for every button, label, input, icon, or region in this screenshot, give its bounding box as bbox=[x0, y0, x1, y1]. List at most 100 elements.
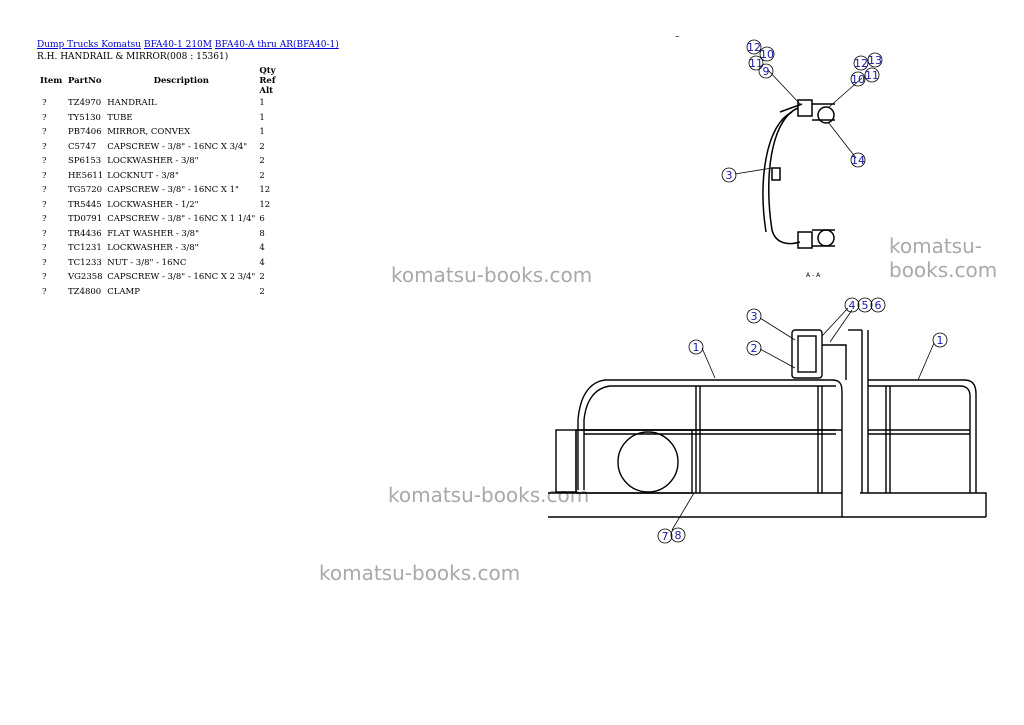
cell-description: LOCKNUT - 3/8" bbox=[107, 170, 179, 181]
callout-label: 1 bbox=[693, 341, 700, 354]
cell-description: HANDRAIL bbox=[107, 98, 157, 109]
header-qty-ref-alt: Qty Ref Alt bbox=[257, 66, 281, 96]
breadcrumb-link-serial[interactable]: BFA40-A thru AR(BFA40-1) bbox=[214, 40, 339, 50]
table-row: ? TR4436 FLAT WASHER - 3/8" 8 bbox=[38, 227, 281, 242]
cell-item: ? bbox=[42, 228, 47, 239]
cell-description: LOCKWASHER - 3/8" bbox=[107, 243, 199, 254]
cell-partno: TZ4800 bbox=[68, 286, 102, 297]
breadcrumb: Dump Trucks Komatsu BFA40-1 210M BFA40-A… bbox=[37, 40, 339, 50]
cell-item: ? bbox=[42, 257, 47, 268]
table-row: ? C5747 CAPSCREW - 3/8" - 16NC X 3/4" 2 bbox=[38, 140, 281, 155]
cell-description: FLAT WASHER - 3/8" bbox=[107, 228, 199, 239]
breadcrumb-link-category[interactable]: Dump Trucks Komatsu bbox=[37, 40, 142, 50]
cell-qty: 1 bbox=[259, 112, 265, 123]
cell-description: CAPSCREW - 3/8" - 16NC X 3/4" bbox=[107, 141, 248, 152]
callout-label: 8 bbox=[675, 529, 682, 542]
watermark: komatsu-books.com bbox=[391, 263, 593, 287]
table-row: ? SP6153 LOCKWASHER - 3/8" 2 bbox=[38, 154, 281, 169]
section-view bbox=[762, 99, 835, 249]
watermark: komatsu-books.com bbox=[319, 561, 521, 585]
callout-label: 10 bbox=[760, 48, 774, 61]
side-view bbox=[548, 329, 987, 518]
callout-label: 13 bbox=[868, 54, 882, 67]
cell-item: ? bbox=[42, 170, 47, 181]
cell-partno: SP6153 bbox=[68, 156, 102, 167]
cell-partno: TG5720 bbox=[68, 185, 103, 196]
callout-label: 11 bbox=[865, 69, 879, 82]
callout-label: 11 bbox=[749, 57, 763, 70]
cell-description: CAPSCREW - 3/8" - 16NC X 1 1/4" bbox=[107, 214, 256, 225]
cell-qty: 2 bbox=[259, 272, 265, 283]
callout-label: 9 bbox=[763, 65, 770, 78]
cell-qty: 2 bbox=[259, 156, 265, 167]
parts-table: Item PartNo Description Qty Ref Alt ? TZ4… bbox=[38, 66, 281, 299]
table-row: ? VG2358 CAPSCREW - 3/8" - 16NC X 2 3/4"2 bbox=[38, 270, 281, 285]
cell-qty: 2 bbox=[259, 141, 265, 152]
table-header-row: Item PartNo Description Qty Ref Alt bbox=[38, 66, 281, 96]
table-row: ? TR5445 LOCKWASHER - 1/2" 12 bbox=[38, 198, 281, 213]
cell-partno: TY5130 bbox=[68, 112, 101, 123]
cell-partno: TR4436 bbox=[68, 228, 102, 239]
header-partno: PartNo bbox=[68, 76, 102, 86]
cell-qty: 12 bbox=[259, 199, 271, 210]
cell-item: ? bbox=[42, 156, 47, 167]
breadcrumb-link-model[interactable]: BFA40-1 210M bbox=[143, 40, 213, 50]
dash-mark: – bbox=[675, 32, 680, 42]
callout-label: 5 bbox=[862, 299, 869, 312]
cell-item: ? bbox=[42, 199, 47, 210]
cell-qty: 6 bbox=[259, 214, 265, 225]
cell-qty: 1 bbox=[259, 98, 265, 109]
cell-item: ? bbox=[42, 243, 47, 254]
table-row: ? TC1231 LOCKWASHER - 3/8" 4 bbox=[38, 241, 281, 256]
cell-partno: TZ4970 bbox=[68, 98, 102, 109]
cell-item: ? bbox=[42, 272, 47, 283]
cell-item: ? bbox=[42, 286, 47, 297]
page-subtitle: R.H. HANDRAIL & MIRROR(008 : 15361) bbox=[37, 52, 229, 62]
cell-partno: TR5445 bbox=[68, 199, 102, 210]
callout-label: 6 bbox=[875, 299, 882, 312]
cell-partno: VG2358 bbox=[68, 272, 103, 283]
cell-qty: 2 bbox=[259, 286, 265, 297]
callout-label: 1 bbox=[937, 334, 944, 347]
callout-label: 3 bbox=[751, 310, 758, 323]
cell-item: ? bbox=[42, 141, 47, 152]
callout-label: 4 bbox=[849, 299, 856, 312]
cell-description: TUBE bbox=[107, 112, 133, 123]
callout-label: 12 bbox=[854, 57, 868, 70]
cell-description: LOCKWASHER - 1/2" bbox=[107, 199, 199, 210]
cell-description: LOCKWASHER - 3/8" bbox=[107, 156, 199, 167]
cell-partno: PB7406 bbox=[68, 127, 102, 138]
cell-description: MIRROR, CONVEX bbox=[107, 127, 191, 138]
watermark: komatsu-books.com bbox=[889, 234, 998, 282]
header-description: Description bbox=[153, 76, 209, 86]
callout-label: 2 bbox=[751, 342, 758, 355]
section-label: A - A bbox=[806, 272, 821, 279]
callout-label: 10 bbox=[851, 73, 865, 86]
cell-partno: HE5611 bbox=[68, 170, 104, 181]
cell-description: CAPSCREW - 3/8" - 16NC X 1" bbox=[107, 185, 239, 196]
callout-label: 14 bbox=[851, 154, 865, 167]
cell-description: NUT - 3/8" - 16NC bbox=[107, 257, 187, 268]
header-qty: Qty bbox=[259, 66, 276, 76]
header-alt: Alt bbox=[259, 86, 274, 96]
cell-partno: C5747 bbox=[68, 141, 97, 152]
cell-partno: TC1231 bbox=[68, 243, 102, 254]
cell-partno: TD0791 bbox=[68, 214, 103, 225]
table-row: ? TY5130 TUBE 1 bbox=[38, 111, 281, 126]
callout-label: 7 bbox=[662, 530, 669, 543]
cell-description: CAPSCREW - 3/8" - 16NC X 2 3/4" bbox=[107, 272, 256, 283]
cell-qty: 8 bbox=[259, 228, 265, 239]
cell-item: ? bbox=[42, 112, 47, 123]
cell-qty: 4 bbox=[259, 243, 265, 254]
cell-item: ? bbox=[42, 127, 47, 138]
cell-partno: TC1233 bbox=[68, 257, 102, 268]
cell-qty: 2 bbox=[259, 170, 265, 181]
header-item: Item bbox=[40, 76, 63, 86]
